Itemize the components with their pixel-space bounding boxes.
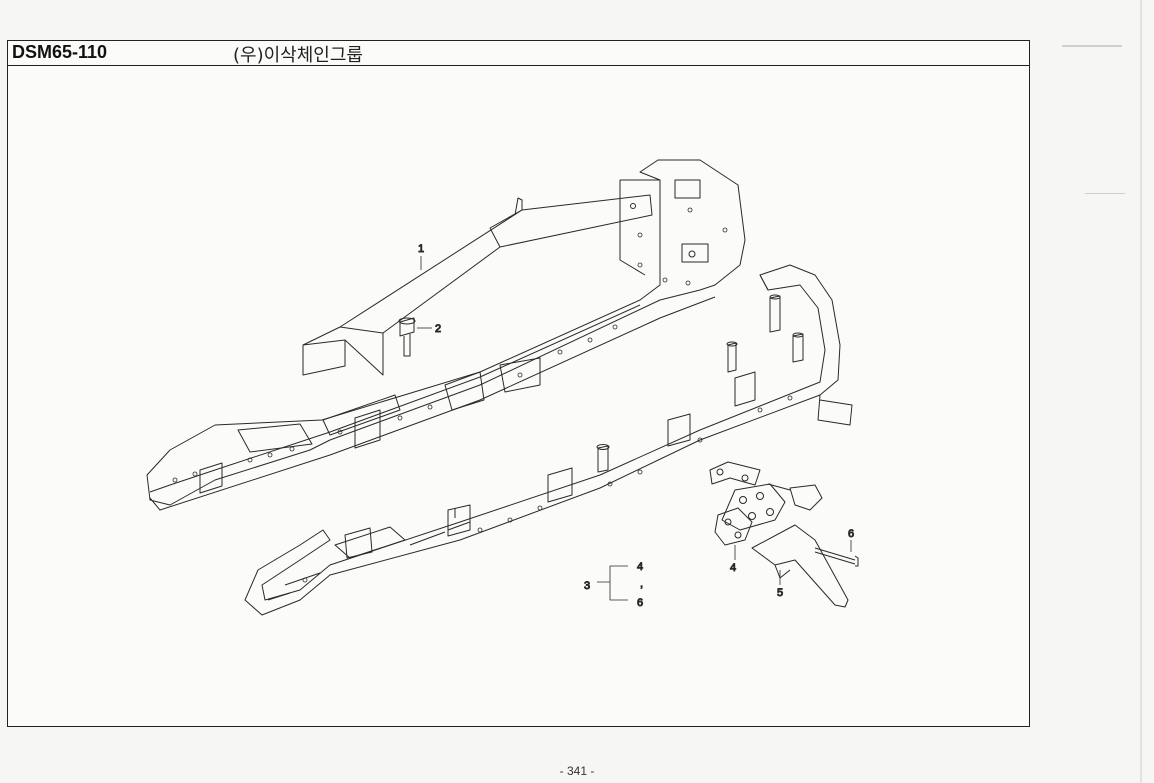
- upper-rail-frame: [146, 159, 746, 511]
- part-2-bolt: [398, 317, 416, 357]
- lower-rail-frame: [244, 264, 853, 616]
- part-group-code: DSM65-110: [12, 42, 108, 62]
- leader-lines: [417, 256, 852, 601]
- parts-diagram-frame: DSM65-110 (우)이삭체인그룹: [7, 40, 1030, 727]
- scan-edge: [1140, 0, 1142, 783]
- callout-4-set: 4: [637, 561, 643, 573]
- callout-2: 2: [435, 323, 441, 335]
- page-number: - 341 -: [559, 764, 595, 778]
- callout-5: 5: [777, 587, 783, 599]
- scan-artifact: [1062, 45, 1122, 47]
- callout-1: 1: [418, 243, 424, 255]
- callout-6: 6: [848, 528, 854, 540]
- chain-assembly: [709, 461, 859, 608]
- callout-4: 4: [730, 562, 736, 574]
- callout-3: 3: [584, 580, 590, 592]
- callout-6-set: 6: [637, 597, 643, 609]
- scan-artifact: [1085, 193, 1125, 194]
- part-1-cover: [302, 194, 653, 376]
- callout-range-separator: ,: [640, 578, 643, 590]
- rail-brackets: [447, 294, 804, 537]
- part-group-title: (우)이삭체인그룹: [233, 45, 363, 66]
- diagram-header: DSM65-110 (우)이삭체인그룹: [8, 41, 1029, 66]
